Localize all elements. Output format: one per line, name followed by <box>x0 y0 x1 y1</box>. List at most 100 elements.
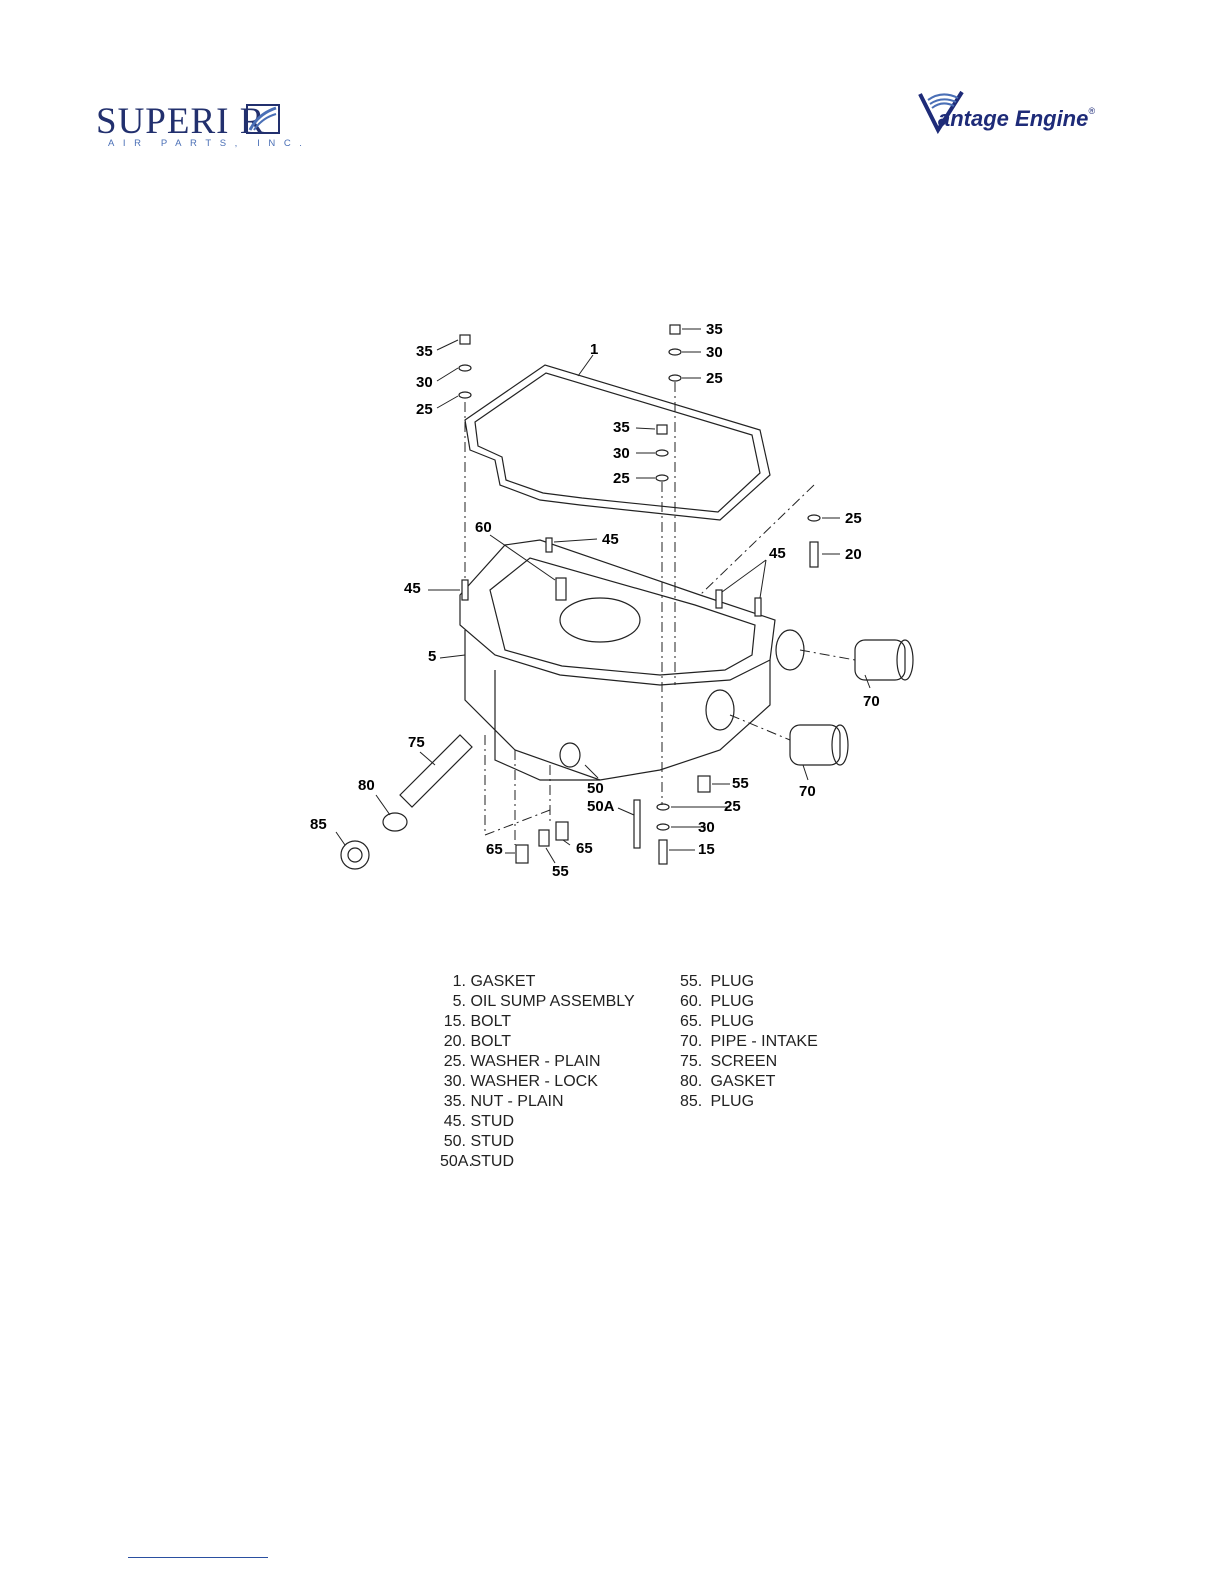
callout-45-top: 45 <box>602 531 619 548</box>
vantage-v-swirl-icon <box>918 90 964 134</box>
legend-item: 50A. STUD <box>440 1152 635 1172</box>
legend-item: 5. OIL SUMP ASSEMBLY <box>440 992 635 1012</box>
legend-item-number: 70. <box>680 1033 703 1050</box>
legend-item-label: GASKET <box>470 973 536 990</box>
legend-item: 45. STUD <box>440 1112 635 1132</box>
lock-washer-top-right <box>668 348 682 356</box>
vantage-engine-logo: antage Engine® <box>918 90 1133 140</box>
legend-item-number: 65. <box>680 1013 703 1030</box>
legend-item-label: GASKET <box>710 1073 776 1090</box>
stud-top <box>545 537 553 553</box>
stud-left <box>461 579 469 601</box>
oil-sump-exploded-diagram: 35 30 25 1 35 30 25 35 30 25 25 20 45 60… <box>310 321 914 880</box>
callout-15: 15 <box>698 841 715 858</box>
legend-item: 30. WASHER - LOCK <box>440 1072 635 1092</box>
legend-item-number: 20. <box>443 1033 466 1050</box>
sump-upper-flange <box>459 539 776 686</box>
legend-item: 70. PIPE - INTAKE <box>680 1032 818 1052</box>
drain-plug <box>340 840 370 870</box>
gasket-outline <box>464 364 771 521</box>
stud-right-a <box>715 589 723 609</box>
screen-tube <box>399 734 473 808</box>
legend-item-label: WASHER - PLAIN <box>470 1053 601 1070</box>
legend-item: 20. BOLT <box>440 1032 635 1052</box>
callout-30-top-right: 30 <box>706 344 723 361</box>
intake-port-upper <box>775 629 805 671</box>
legend-item-number: 30. <box>443 1073 466 1090</box>
legend-item-number: 85. <box>680 1093 703 1110</box>
plain-washer-bottom <box>656 803 670 811</box>
callout-25-left: 25 <box>416 401 433 418</box>
nut-top-right <box>669 324 681 335</box>
plug-55-right <box>697 775 711 793</box>
callout-50a: 50A <box>587 798 615 815</box>
legend-item-number: 60. <box>680 993 703 1010</box>
callout-35-top-right: 35 <box>706 321 723 338</box>
callout-25-right: 25 <box>845 510 862 527</box>
legend-item: 65. PLUG <box>680 1012 818 1032</box>
legend-item-number: 75. <box>680 1053 703 1070</box>
legend-item-label: SCREEN <box>710 1053 778 1070</box>
legend-item: 55. PLUG <box>680 972 818 992</box>
nut-center <box>656 424 668 435</box>
legend-item-label: PLUG <box>710 1013 755 1030</box>
legend-item-label: OIL SUMP ASSEMBLY <box>470 993 635 1010</box>
stud-50a <box>633 799 641 849</box>
nut-left <box>459 334 471 345</box>
callout-55-right: 55 <box>732 775 749 792</box>
plug-60 <box>555 577 567 601</box>
legend-item: 60. PLUG <box>680 992 818 1012</box>
legend-item-label: PLUG <box>710 993 755 1010</box>
legend-item-number: 80. <box>680 1073 703 1090</box>
legend-item-label: STUD <box>470 1153 515 1170</box>
plug-65-right <box>555 821 569 841</box>
callout-60: 60 <box>475 519 492 536</box>
plain-washer-left <box>458 391 472 399</box>
superior-logo-emblem-icon <box>246 104 280 134</box>
legend-item-label: WASHER - LOCK <box>470 1073 598 1090</box>
callout-55-bottom: 55 <box>552 863 569 880</box>
legend-item-number: 35. <box>443 1093 466 1110</box>
gasket-inner-outline <box>474 372 761 513</box>
legend-item-number: 1. <box>452 973 466 990</box>
callout-30-bottom: 30 <box>698 819 715 836</box>
legend-item-label: BOLT <box>470 1033 512 1050</box>
footer-rule <box>128 1557 268 1558</box>
callout-80: 80 <box>358 777 375 794</box>
plug-55-bottom <box>538 829 550 847</box>
legend-item: 50. STUD <box>440 1132 635 1152</box>
legend-item: 85. PLUG <box>680 1092 818 1112</box>
callout-5: 5 <box>428 648 436 665</box>
bolt-bottom <box>658 839 668 865</box>
legend-item-number: 55. <box>680 973 703 990</box>
legend-item: 25. WASHER - PLAIN <box>440 1052 635 1072</box>
callout-85: 85 <box>310 816 327 833</box>
superior-logo-word: SUPERI R <box>96 101 266 142</box>
callout-50: 50 <box>587 780 604 797</box>
intake-pipe-lower <box>789 724 841 766</box>
legend-item: 35. NUT - PLAIN <box>440 1092 635 1112</box>
legend-item-number: 25. <box>443 1053 466 1070</box>
legend-item-label: STUD <box>470 1113 515 1130</box>
sump-deep-section <box>494 670 600 781</box>
legend-item-label: STUD <box>470 1133 515 1150</box>
vantage-logo-word: antage Engine® <box>938 106 1095 131</box>
intake-port-lower <box>705 689 735 731</box>
callout-75: 75 <box>408 734 425 751</box>
callout-25-center: 25 <box>613 470 630 487</box>
callout-30-center: 30 <box>613 445 630 462</box>
callout-45-right: 45 <box>769 545 786 562</box>
superior-logo-subtitle: AIR PARTS, INC. <box>108 138 311 149</box>
callout-35-center: 35 <box>613 419 630 436</box>
callout-25-top-right: 25 <box>706 370 723 387</box>
legend-item-label: NUT - PLAIN <box>470 1093 564 1110</box>
legend-item: 75. SCREEN <box>680 1052 818 1072</box>
legend-item-label: BOLT <box>470 1013 512 1030</box>
sump-center-boss <box>559 597 641 643</box>
legend-item-number: 5. <box>452 993 466 1010</box>
lock-washer-bottom <box>656 823 670 831</box>
superior-logo: SUPERI R AIR PARTS, INC. <box>96 100 326 160</box>
sump-inner-rim <box>489 557 756 676</box>
lock-washer-center <box>655 449 669 457</box>
